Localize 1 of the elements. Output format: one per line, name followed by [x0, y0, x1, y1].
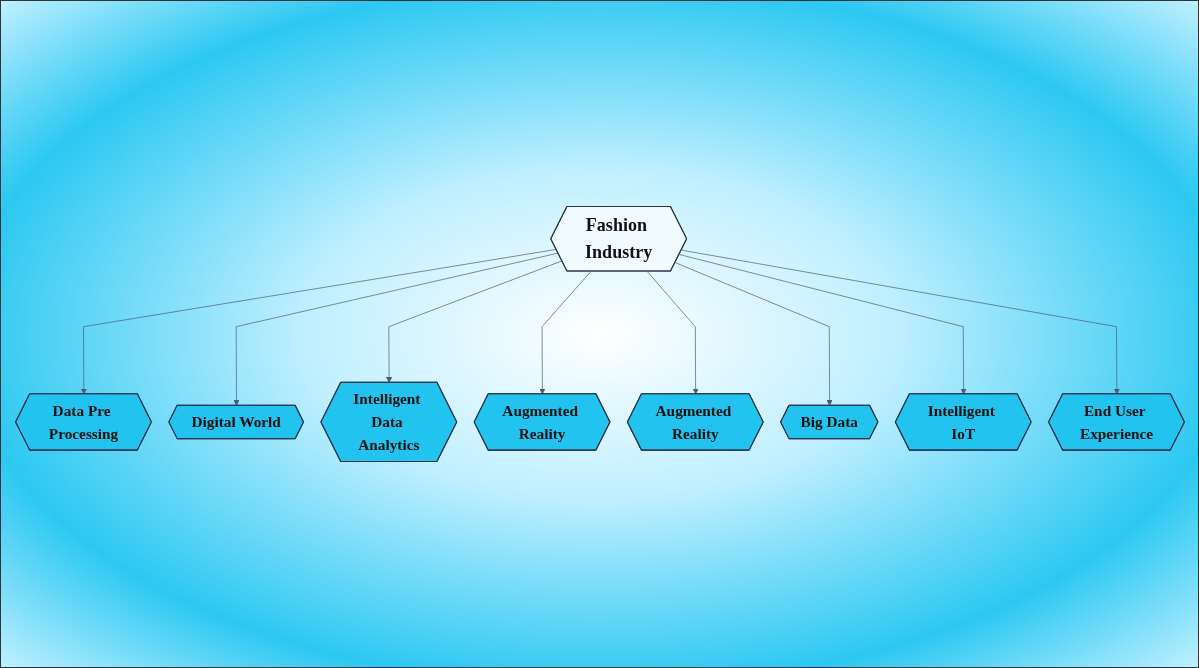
diagram: Fashion Industry Data Pre Processing Digital World Intelligent Data Analytics Augmented Reality Augmented Reality Big Data Intelligent IoT End User Experience [9, 9, 1190, 659]
